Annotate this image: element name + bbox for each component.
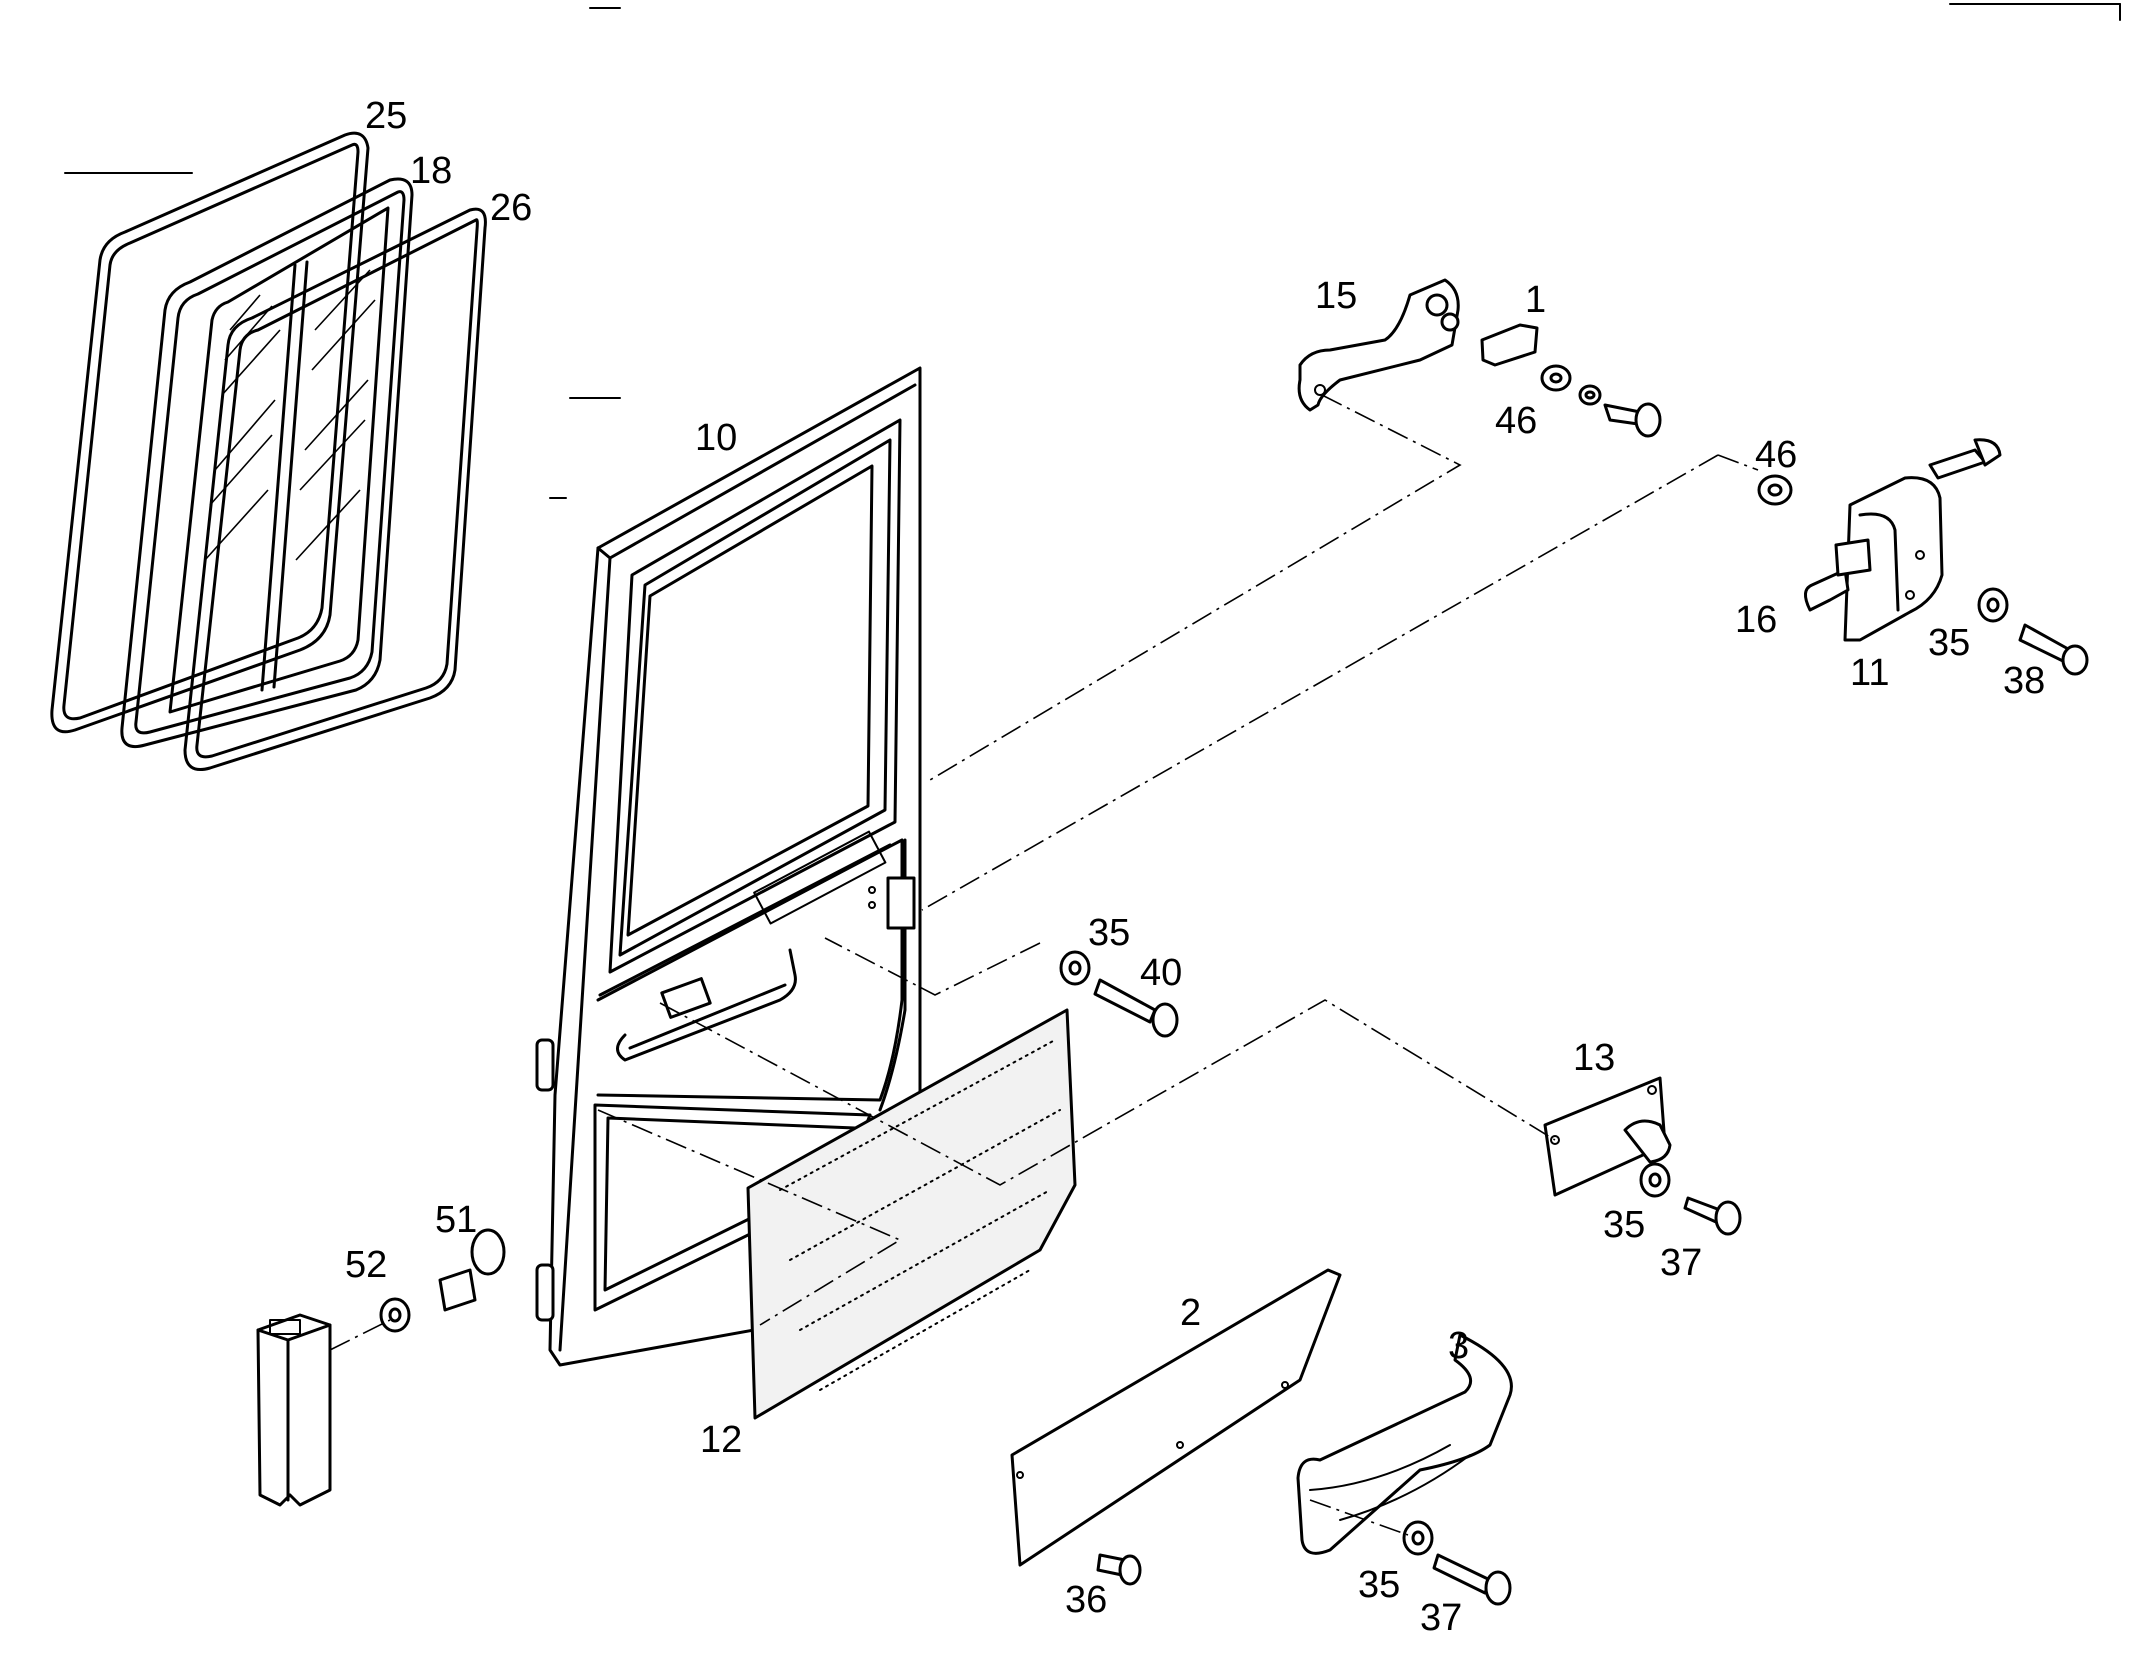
margin-marks [64, 3, 2121, 499]
callout-52: 52 [345, 1244, 387, 1286]
bolt-and-washer [1059, 950, 1179, 1038]
callout-51: 51 [435, 1199, 477, 1241]
callout-10: 10 [695, 417, 737, 459]
callout-37-lock: 37 [1660, 1242, 1702, 1284]
lock-assembly [1543, 1076, 1742, 1236]
window-seal-outer [50, 131, 370, 734]
callout-12: 12 [700, 1419, 742, 1461]
callout-labels: 25 18 26 10 15 1 46 46 16 11 35 38 35 40… [345, 95, 2045, 1639]
bracket-fasteners [1540, 364, 1662, 438]
bracket-part [1297, 278, 1460, 412]
small-bracket-part [1480, 323, 1539, 367]
callout-38: 38 [2003, 660, 2045, 702]
callout-25: 25 [365, 95, 407, 137]
callout-1: 1 [1525, 279, 1546, 321]
window-glass-frame [120, 177, 414, 749]
callout-35-bolt: 35 [1088, 912, 1130, 954]
door-frame [535, 366, 922, 1367]
callout-2: 2 [1180, 1292, 1201, 1334]
callout-13: 13 [1573, 1037, 1615, 1079]
glass-reflection-hatching [204, 269, 376, 561]
callout-46-latch: 46 [1755, 434, 1797, 476]
latch-assembly [1757, 438, 2089, 676]
callout-37-handle: 37 [1420, 1597, 1462, 1639]
callout-36: 36 [1065, 1579, 1107, 1621]
callout-35-handle: 35 [1358, 1564, 1400, 1606]
callout-11: 11 [1850, 652, 1889, 694]
callout-16: 16 [1735, 599, 1777, 641]
post-assembly [256, 1228, 506, 1507]
callout-35-lock: 35 [1603, 1204, 1645, 1246]
cover-panel [1010, 1268, 1342, 1567]
handle-fasteners [1402, 1520, 1512, 1606]
callout-35-latch: 35 [1928, 622, 1970, 664]
callout-15: 15 [1315, 275, 1357, 317]
callout-26: 26 [490, 187, 532, 229]
callout-18: 18 [410, 150, 452, 192]
trim-panel [746, 1008, 1077, 1420]
handle-part [1296, 1333, 1513, 1555]
callout-46-bracket: 46 [1495, 400, 1537, 442]
callout-3: 3 [1448, 1325, 1469, 1367]
window-seal-inner [183, 207, 487, 771]
callout-40: 40 [1140, 952, 1182, 994]
assembly-leaders [329, 394, 1759, 1536]
pin-part [1096, 1553, 1142, 1586]
